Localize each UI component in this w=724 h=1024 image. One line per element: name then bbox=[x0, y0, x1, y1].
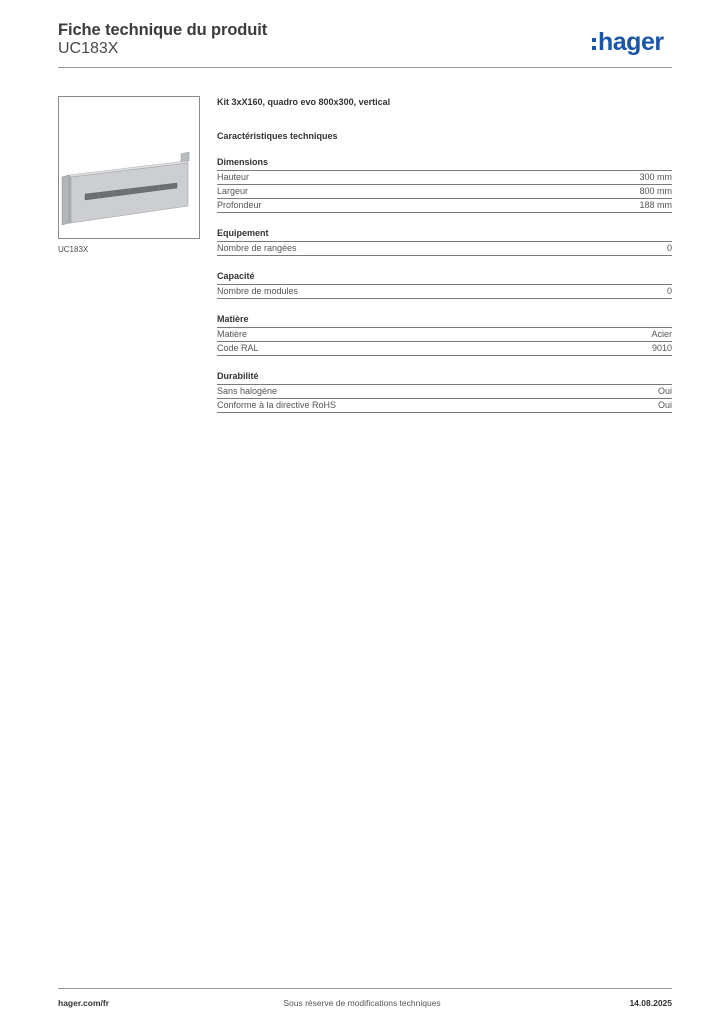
section-equipement: Equipement Nombre de rangées 0 bbox=[217, 227, 672, 256]
footer-divider bbox=[58, 988, 672, 989]
section-title: Capacité bbox=[217, 270, 672, 285]
logo-colon-icon bbox=[592, 38, 596, 50]
spec-label: Conforme à la directive RoHS bbox=[217, 400, 337, 410]
spec-label: Sans halogène bbox=[217, 386, 278, 396]
spec-label: Hauteur bbox=[217, 172, 250, 182]
spec-row: Hauteur 300 mm bbox=[217, 171, 672, 185]
footer-notice: Sous réserve de modifications techniques bbox=[283, 998, 441, 1008]
spec-value: 300 mm bbox=[639, 172, 672, 182]
product-image bbox=[58, 96, 200, 239]
specs-heading: Caractéristiques techniques bbox=[217, 131, 338, 141]
header-divider bbox=[58, 67, 672, 68]
hager-logo: hager bbox=[592, 26, 664, 58]
footer-website-link[interactable]: hager.com/fr bbox=[58, 998, 110, 1008]
section-title: Dimensions bbox=[217, 156, 672, 171]
spec-row: Code RAL 9010 bbox=[217, 342, 672, 356]
spec-label: Profondeur bbox=[217, 200, 262, 210]
spec-row: Nombre de rangées 0 bbox=[217, 242, 672, 256]
spec-row: Nombre de modules 0 bbox=[217, 285, 672, 299]
section-title: Durabilité bbox=[217, 370, 672, 385]
product-code: UC183X bbox=[58, 40, 119, 57]
spec-value: 800 mm bbox=[639, 186, 672, 196]
spec-label: Nombre de rangées bbox=[217, 243, 297, 253]
section-capacite: Capacité Nombre de modules 0 bbox=[217, 270, 672, 299]
spec-value: Oui bbox=[657, 400, 672, 410]
spec-label: Code RAL bbox=[217, 343, 259, 353]
spec-row: Conforme à la directive RoHS Oui bbox=[217, 399, 672, 413]
image-caption: UC183X bbox=[58, 245, 89, 254]
page-title: Fiche technique du produit bbox=[58, 21, 268, 39]
spec-value: 9010 bbox=[651, 343, 672, 353]
spec-value: Oui bbox=[657, 386, 672, 396]
section-title: Equipement bbox=[217, 227, 672, 242]
section-durabilite: Durabilité Sans halogène Oui Conforme à … bbox=[217, 370, 672, 413]
spec-label: Matière bbox=[217, 329, 248, 339]
spec-value: 188 mm bbox=[639, 200, 672, 210]
footer-date: 14.08.2025 bbox=[629, 998, 672, 1008]
section-dimensions: Dimensions Hauteur 300 mm Largeur 800 mm… bbox=[217, 156, 672, 213]
spec-label: Nombre de modules bbox=[217, 286, 299, 296]
product-details: Kit 3xX160, quadro evo 800x300, vertical… bbox=[217, 96, 672, 413]
product-description: Kit 3xX160, quadro evo 800x300, vertical bbox=[217, 97, 391, 107]
spec-value: 0 bbox=[666, 243, 672, 253]
logo-text: hager bbox=[598, 27, 664, 56]
spec-row: Largeur 800 mm bbox=[217, 185, 672, 199]
section-title: Matière bbox=[217, 313, 672, 328]
section-matiere: Matière Matière Acier Code RAL 9010 bbox=[217, 313, 672, 356]
spec-label: Largeur bbox=[217, 186, 249, 196]
spec-row: Profondeur 188 mm bbox=[217, 199, 672, 213]
spec-value: Acier bbox=[651, 329, 672, 339]
spec-value: 0 bbox=[666, 286, 672, 296]
spec-row: Matière Acier bbox=[217, 328, 672, 342]
spec-row: Sans halogène Oui bbox=[217, 385, 672, 399]
panel-illustration bbox=[61, 151, 190, 226]
